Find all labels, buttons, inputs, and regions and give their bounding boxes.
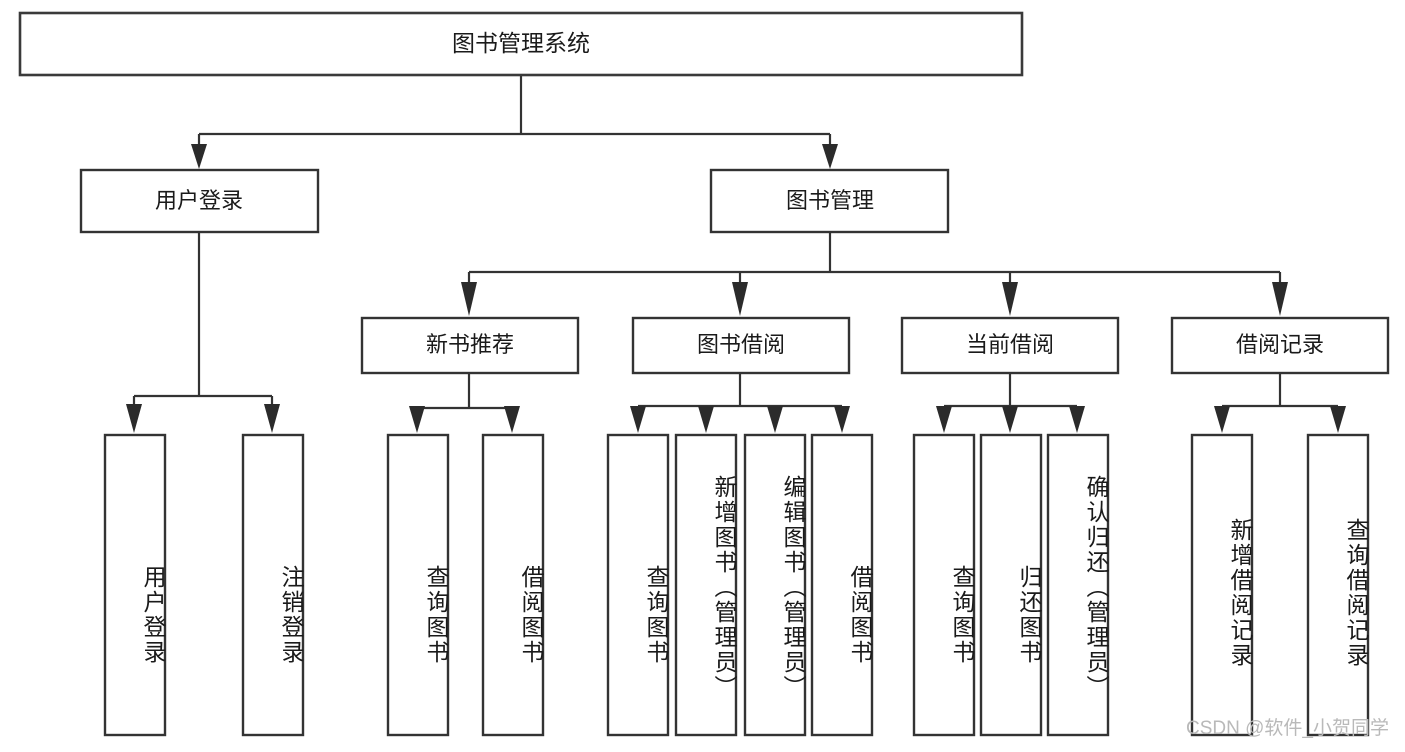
arrow-bb-leaf1 <box>630 406 646 433</box>
node-book-manage-rect[interactable] <box>709 168 950 234</box>
arrow-new-book-recommend <box>461 282 477 316</box>
node-new-book-recommend-label: 新书推荐 <box>426 332 514 357</box>
node-book-borrow[interactable]: 图书借阅 <box>631 316 851 375</box>
arrow-cb-leaf1 <box>936 406 952 433</box>
node-user-login[interactable]: 用户登录 <box>79 168 320 234</box>
node-root-rect[interactable] <box>18 11 1024 77</box>
leaf-box-borrow-book-2[interactable] <box>810 433 874 737</box>
node-current-borrow[interactable]: 当前借阅 <box>900 316 1120 375</box>
arrow-br-leaf1 <box>1214 406 1230 433</box>
node-user-login-label: 用户登录 <box>155 188 243 213</box>
node-borrow-record-rect[interactable] <box>1170 316 1390 375</box>
arrow-bb-leaf4 <box>834 406 850 433</box>
arrow-book-borrow <box>732 282 748 316</box>
leaf-box-return-book[interactable] <box>979 433 1043 737</box>
leaf-boxes <box>103 433 1370 737</box>
leaf-box-confirm-return[interactable] <box>1046 433 1110 737</box>
node-book-borrow-rect[interactable] <box>631 316 851 375</box>
node-current-borrow-label: 当前借阅 <box>966 332 1054 357</box>
arrow-book-manage <box>822 144 838 169</box>
node-user-login-rect[interactable] <box>79 168 320 234</box>
leaf-box-query-book-2[interactable] <box>606 433 670 737</box>
arrow-leaf-user-login <box>126 404 142 433</box>
arrow-cb-leaf3 <box>1069 406 1085 433</box>
leaf-box-user-login[interactable] <box>103 433 167 737</box>
connectors <box>126 76 1346 433</box>
leaf-box-borrow-book-1[interactable] <box>481 433 545 737</box>
leaf-box-edit-book[interactable] <box>743 433 807 737</box>
arrow-nb-leaf1 <box>409 406 425 433</box>
node-root-label: 图书管理系统 <box>452 30 590 56</box>
arrow-bb-leaf2 <box>698 406 714 433</box>
leaf-box-query-book-3[interactable] <box>912 433 976 737</box>
arrow-user-login <box>191 144 207 169</box>
arrow-cb-leaf2 <box>1002 406 1018 433</box>
node-book-manage[interactable]: 图书管理 <box>709 168 950 234</box>
leaf-box-query-record[interactable] <box>1306 433 1370 737</box>
node-borrow-record-label: 借阅记录 <box>1236 332 1324 357</box>
csdn-watermark: CSDN @软件_小贺同学 <box>1186 718 1389 739</box>
arrow-current-borrow <box>1002 282 1018 316</box>
arrow-nb-leaf2 <box>504 406 520 433</box>
arrow-br-leaf2 <box>1330 406 1346 433</box>
leaf-box-query-book-1[interactable] <box>386 433 450 737</box>
arrow-borrow-record <box>1272 282 1288 316</box>
node-book-manage-label: 图书管理 <box>786 188 874 213</box>
arrow-leaf-logout <box>264 404 280 433</box>
node-root[interactable]: 图书管理系统 <box>18 11 1024 77</box>
leaf-box-logout-login[interactable] <box>241 433 305 737</box>
node-borrow-record[interactable]: 借阅记录 <box>1170 316 1390 375</box>
node-new-book-recommend[interactable]: 新书推荐 <box>360 316 580 375</box>
node-book-borrow-label: 图书借阅 <box>697 332 785 357</box>
leaf-box-add-record[interactable] <box>1190 433 1254 737</box>
node-current-borrow-rect[interactable] <box>900 316 1120 375</box>
node-new-book-recommend-rect[interactable] <box>360 316 580 375</box>
arrow-bb-leaf3 <box>767 406 783 433</box>
leaf-box-add-book[interactable] <box>674 433 738 737</box>
